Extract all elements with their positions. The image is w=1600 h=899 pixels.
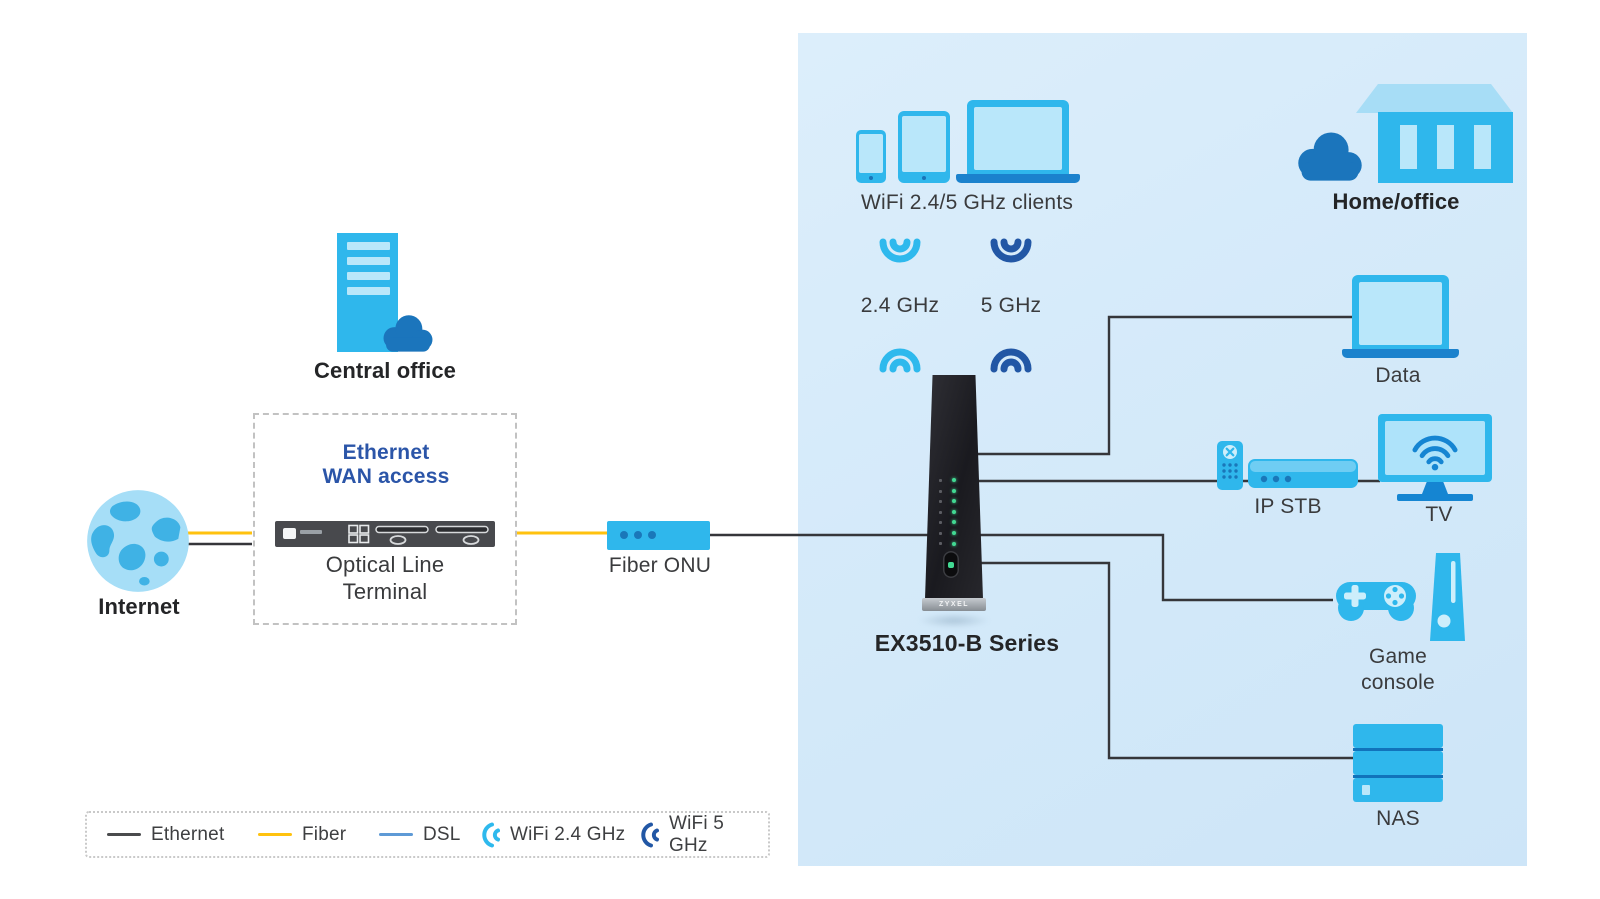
laptop-screen bbox=[967, 100, 1069, 174]
nas-stack-icon bbox=[1353, 724, 1443, 802]
wifi-wave-up-5-icon bbox=[990, 348, 1032, 373]
router-ex3510b: ZYXEL bbox=[918, 375, 990, 639]
wire-ethernet-router-nas bbox=[965, 561, 1355, 760]
tv-label: TV bbox=[1425, 503, 1453, 526]
legend-item: Fiber bbox=[258, 813, 346, 856]
router-brand-logo: ZYXEL bbox=[938, 601, 970, 608]
phone-screen bbox=[859, 134, 883, 173]
tablet-icon bbox=[898, 111, 950, 183]
wifi-wave-up-24-icon bbox=[879, 348, 921, 373]
tower-slot bbox=[347, 272, 390, 280]
onu-box-icon bbox=[607, 521, 710, 550]
dsl-line-swatch bbox=[379, 833, 413, 836]
settop-box-icon bbox=[1248, 459, 1358, 488]
olt-label: Optical Line Terminal bbox=[325, 552, 445, 604]
band-5-label: 5 GHz bbox=[980, 294, 1042, 317]
onu-led bbox=[620, 531, 628, 539]
data-laptop-icon bbox=[1342, 275, 1459, 358]
olt-rack-icon bbox=[275, 521, 495, 547]
legend-item: WiFi 5 GHz bbox=[638, 813, 768, 856]
wan-access-box bbox=[253, 413, 517, 625]
nas-divider bbox=[1353, 748, 1443, 751]
building-cloud-icon bbox=[1378, 112, 1513, 183]
internet-label: Internet bbox=[98, 594, 180, 619]
tablet-screen bbox=[902, 116, 946, 172]
data-label: Data bbox=[1375, 364, 1421, 387]
router-base: ZYXEL bbox=[922, 598, 986, 611]
ethernet-line-swatch bbox=[107, 833, 141, 836]
gamepad-icon bbox=[1336, 582, 1416, 621]
onu-led bbox=[634, 531, 642, 539]
legend-label: DSL bbox=[423, 823, 461, 845]
wifi-5-arcs-icon bbox=[641, 822, 659, 847]
laptop-base bbox=[1342, 349, 1459, 358]
tower-slot bbox=[347, 257, 390, 265]
legend: Ethernet Fiber DSL WiFi 2.4 GHz WiFi 5 G… bbox=[85, 811, 770, 858]
tower-slot bbox=[347, 242, 390, 250]
wifi-24-arcs-icon bbox=[482, 822, 500, 847]
tv-frame bbox=[1378, 414, 1492, 482]
phone-home-button bbox=[869, 176, 873, 180]
game-console-label: Game console bbox=[1361, 645, 1435, 694]
legend-item: DSL bbox=[379, 813, 461, 856]
legend-label: WiFi 5 GHz bbox=[668, 812, 725, 856]
laptop-base bbox=[956, 174, 1080, 183]
legend-item: WiFi 2.4 GHz bbox=[479, 813, 625, 856]
tower-slot bbox=[347, 287, 390, 295]
router-model-label: EX3510-B Series bbox=[874, 630, 1060, 656]
router-reflection bbox=[918, 613, 990, 628]
router-led-icons bbox=[939, 479, 942, 545]
game-console-icon bbox=[1430, 553, 1465, 641]
legend-label: Fiber bbox=[302, 823, 347, 845]
wifi-wave-down-24-icon bbox=[879, 238, 921, 263]
building-window bbox=[1474, 125, 1491, 169]
band-24-label: 2.4 GHz bbox=[860, 294, 940, 317]
nas-drive bbox=[1353, 778, 1443, 802]
central-office-label: Central office bbox=[314, 358, 456, 383]
legend-label: Ethernet bbox=[151, 823, 225, 845]
tv-stand-neck bbox=[1422, 482, 1448, 494]
building-window bbox=[1437, 125, 1454, 169]
remote-control-icon bbox=[1217, 441, 1243, 490]
legend-item: Ethernet bbox=[107, 813, 224, 856]
wifi-signal-icon bbox=[1412, 435, 1458, 471]
ip-stb-label: IP STB bbox=[1254, 495, 1322, 518]
wifi-clients-label: WiFi 2.4/5 GHz clients bbox=[860, 191, 1074, 214]
router-tower-icon bbox=[925, 375, 983, 599]
tv-stand-base bbox=[1397, 494, 1473, 501]
onu-led bbox=[648, 531, 656, 539]
cloud-icon bbox=[383, 315, 433, 352]
tablet-home-button bbox=[922, 176, 926, 180]
nas-drive bbox=[1353, 751, 1443, 775]
nas-power-button bbox=[1362, 785, 1370, 795]
globe-icon bbox=[87, 490, 189, 592]
legend-label: WiFi 2.4 GHz bbox=[510, 823, 626, 845]
fiber-onu-label: Fiber ONU bbox=[608, 554, 712, 577]
router-led-lights bbox=[952, 478, 956, 546]
nas-label: NAS bbox=[1376, 807, 1420, 830]
wire-ethernet-router-game bbox=[965, 533, 1333, 602]
wan-access-heading: Ethernet WAN access bbox=[322, 441, 450, 489]
wire-ethernet-router-data bbox=[965, 315, 1352, 456]
building-roof bbox=[1356, 84, 1513, 113]
laptop-screen bbox=[1352, 275, 1449, 349]
nas-drive bbox=[1353, 724, 1443, 748]
wifi-wave-down-5-icon bbox=[990, 238, 1032, 263]
smartphone-icon bbox=[856, 130, 886, 183]
fiber-line-swatch bbox=[258, 833, 292, 836]
tv-screen bbox=[1385, 421, 1485, 475]
router-wps-button bbox=[943, 551, 959, 578]
cloud-icon bbox=[1298, 132, 1362, 181]
building-window bbox=[1400, 125, 1417, 169]
home-office-label: Home/office bbox=[1332, 189, 1460, 214]
tv-wifi-icon bbox=[1378, 414, 1492, 501]
nas-divider bbox=[1353, 775, 1443, 778]
laptop-icon bbox=[956, 100, 1080, 183]
